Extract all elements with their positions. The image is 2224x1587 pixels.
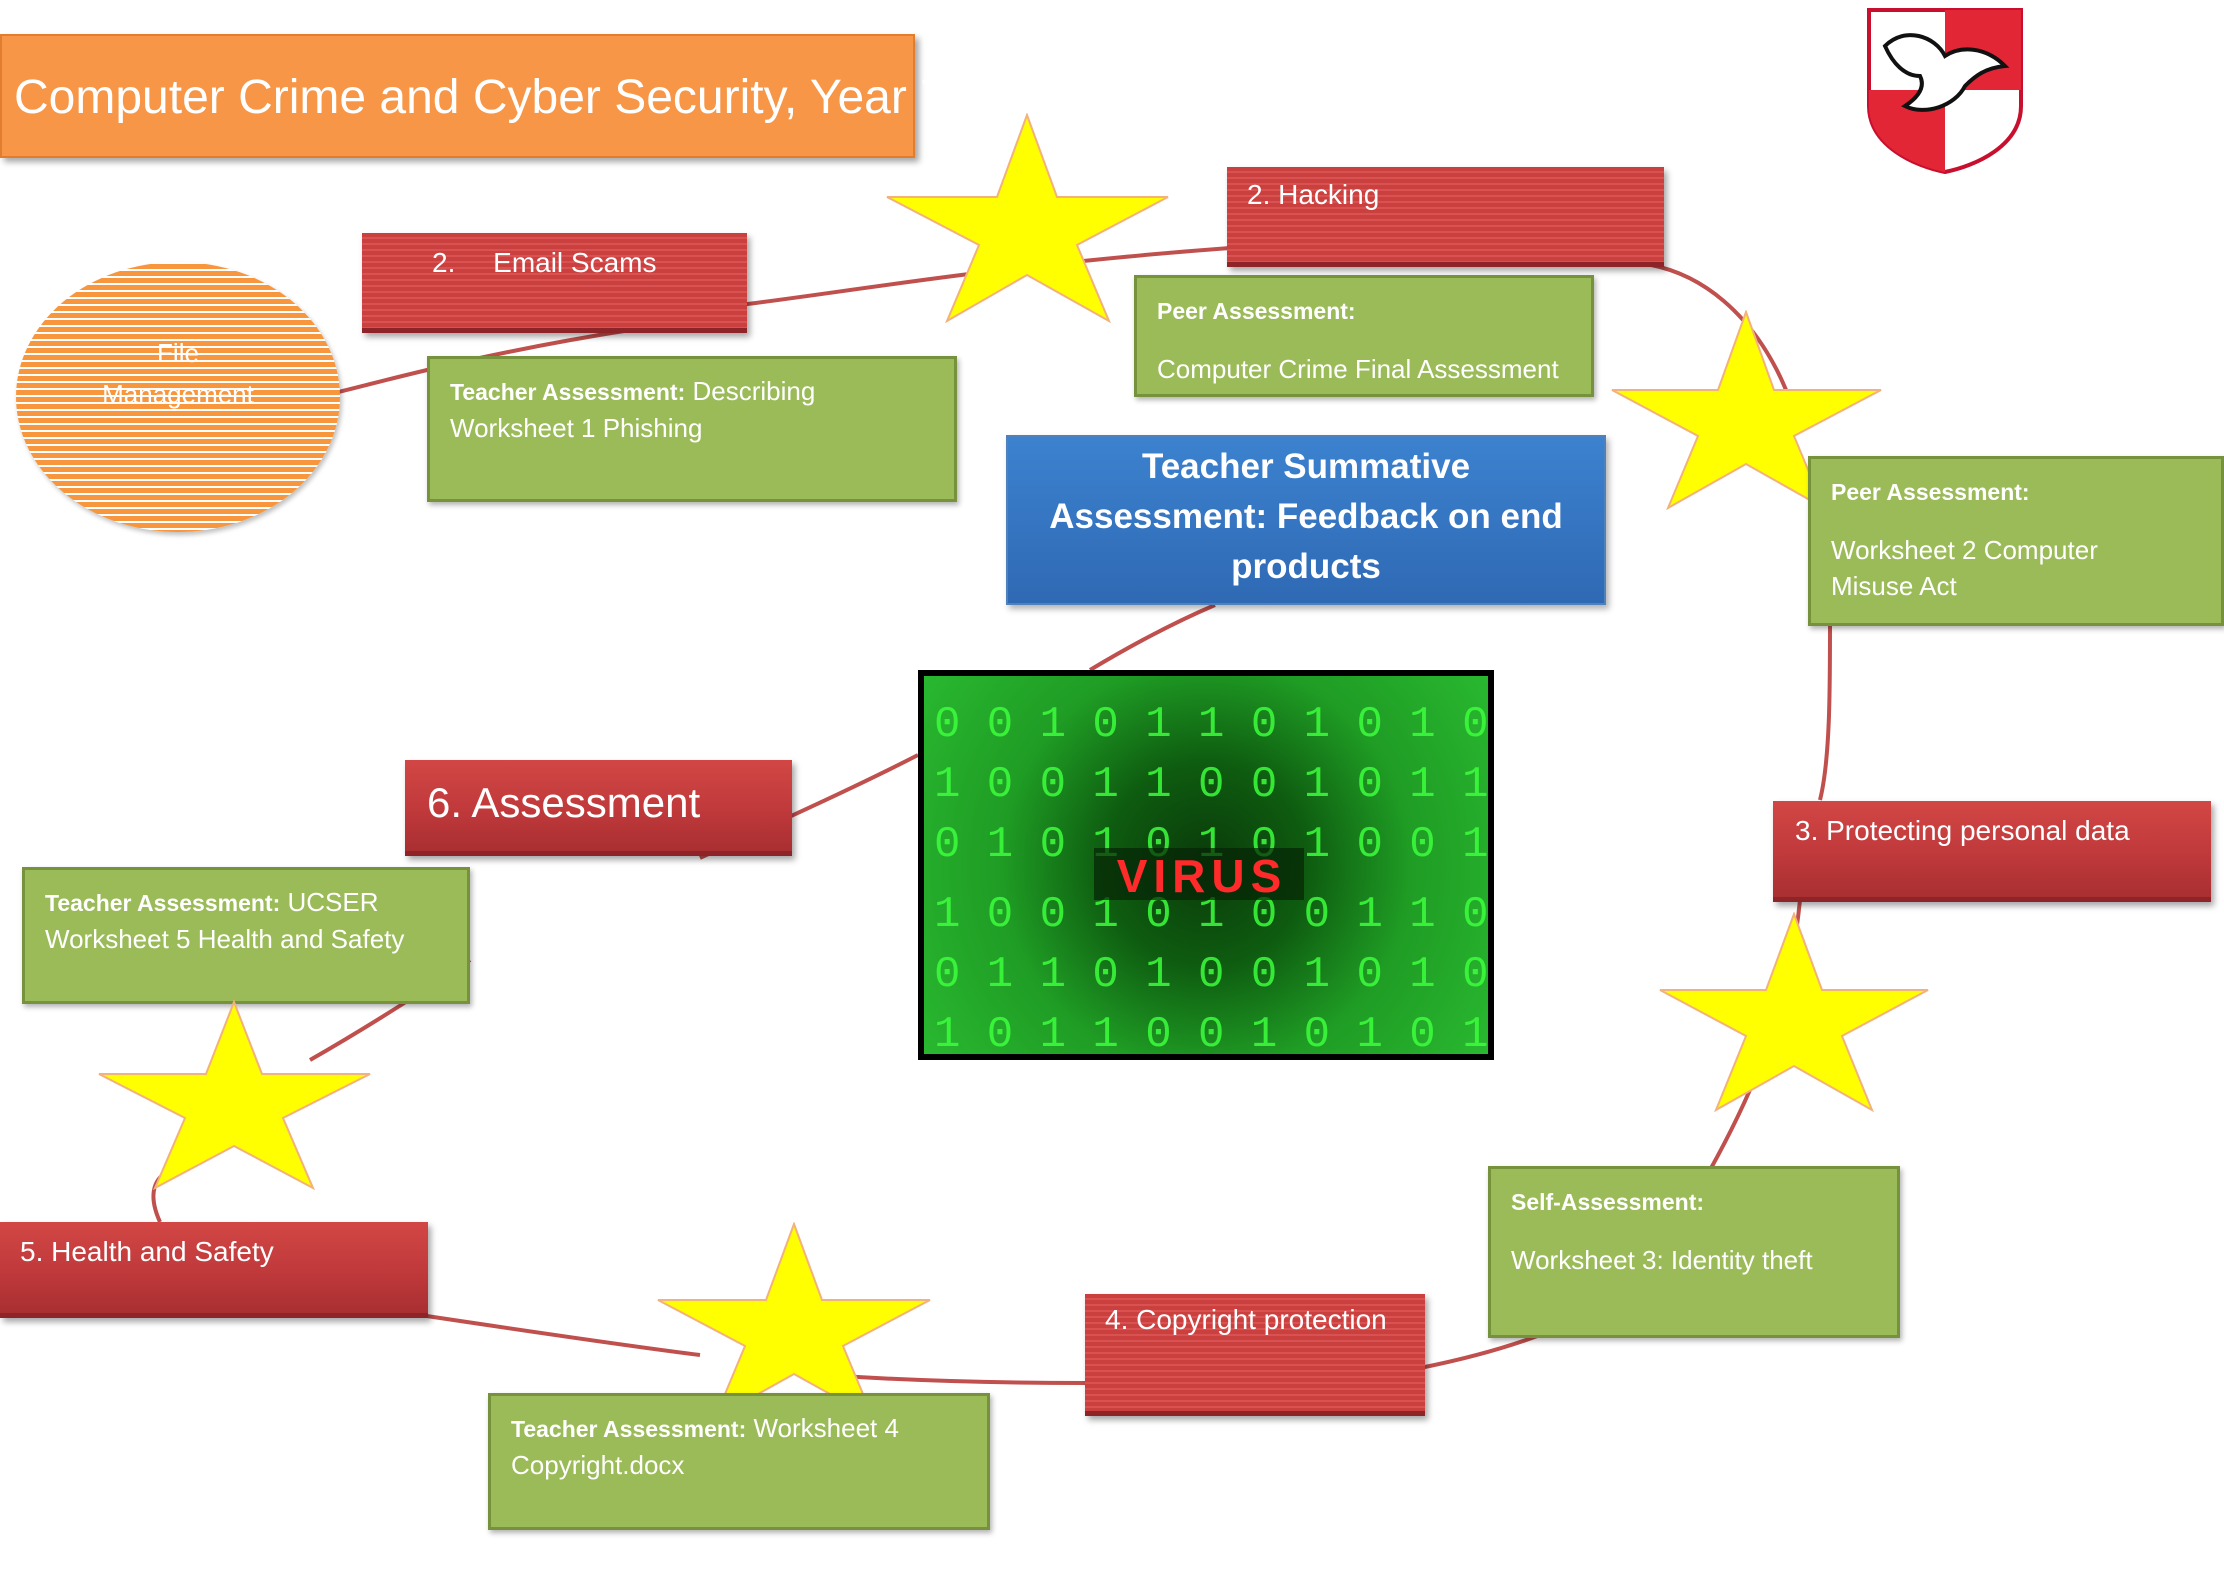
assessment-heading: Peer Assessment: [1157, 298, 1356, 324]
star-icon [98, 1000, 371, 1190]
page-title: Computer Crime and Cyber Security, Year … [0, 34, 947, 158]
step-label: 2. Hacking [1247, 179, 1380, 210]
svg-text:0 0 1 0 1 1 0 1 0 1 0: 0 0 1 0 1 1 0 1 0 1 0 [934, 700, 1488, 750]
step-label: 3. Protecting personal data [1795, 815, 2130, 846]
star-icon [886, 113, 1169, 323]
star-icon [657, 1222, 931, 1420]
step-number: 2. [432, 247, 456, 278]
teacher-summative-assessment: Teacher Summative Assessment: Feedback o… [1006, 435, 1606, 605]
step-protecting-data[interactable]: 3. Protecting personal data [1773, 801, 2211, 902]
assessment-teacher-ucser: Teacher Assessment: UCSER Worksheet 5 He… [22, 867, 470, 1004]
start-node-label-line2: Management [102, 379, 254, 409]
assessment-inline: Describing [692, 376, 816, 406]
step-email-scams[interactable]: 2. Email Scams [362, 233, 747, 333]
assessment-heading: Teacher Assessment: [450, 379, 686, 405]
virus-caption: VIRUS [1117, 850, 1288, 902]
assessment-self-identity: Self-Assessment: Worksheet 3: Identity t… [1488, 1166, 1900, 1338]
step-health-safety[interactable]: 5. Health and Safety [0, 1222, 428, 1318]
step-label: 5. Health and Safety [20, 1236, 274, 1267]
assessment-heading: Self-Assessment: [1511, 1189, 1705, 1215]
assessment-text: Computer Crime Final Assessment [1157, 354, 1559, 384]
summative-line1: Teacher Summative [1141, 447, 1471, 486]
svg-text:1 0 1 1 0 0 1 0 1 0 1: 1 0 1 1 0 0 1 0 1 0 1 [934, 1010, 1488, 1054]
summative-line3: products [1231, 547, 1381, 586]
svg-text:0 1 1 0 1 0 0 1 0 1 0: 0 1 1 0 1 0 0 1 0 1 0 [934, 950, 1488, 1000]
star-icon [1659, 912, 1929, 1112]
assessment-peer-misuse: Peer Assessment: Worksheet 2 Computer Mi… [1808, 456, 2224, 626]
step-copyright[interactable]: 4. Copyright protection [1085, 1294, 1425, 1416]
assessment-text: Worksheet 1 Phishing [450, 413, 703, 443]
assessment-teacher-copyright: Teacher Assessment: Worksheet 4 Copyrigh… [488, 1393, 990, 1530]
start-node-file-management[interactable]: File Management [16, 262, 340, 532]
assessment-text-line1: Worksheet 2 Computer [1831, 535, 2098, 565]
step-label: 6. Assessment [427, 779, 701, 826]
assessment-inline: Worksheet 4 [753, 1413, 899, 1443]
assessment-text-line2: Misuse Act [1831, 571, 1957, 601]
step-label: Email Scams [493, 247, 657, 278]
virus-binary-image: 0 0 1 0 1 1 0 1 0 1 0 1 0 0 1 1 0 0 1 0 … [918, 670, 1494, 1060]
assessment-text: Worksheet 3: Identity theft [1511, 1245, 1813, 1275]
assessment-heading: Teacher Assessment: [511, 1416, 747, 1442]
binary-pattern: 0 0 1 0 1 1 0 1 0 1 0 1 0 0 1 1 0 0 1 0 … [934, 700, 1488, 1054]
step-label: 4. Copyright protection [1105, 1304, 1387, 1335]
summative-line2: Assessment: Feedback on end [1049, 497, 1563, 536]
assessment-teacher-describing: Teacher Assessment: Describing Worksheet… [427, 356, 957, 502]
svg-text:1 0 0 1 1 0 0 1 0 1 1: 1 0 0 1 1 0 0 1 0 1 1 [934, 760, 1488, 810]
start-node-label-line1: File [157, 338, 199, 368]
step-hacking[interactable]: 2. Hacking [1227, 167, 1664, 267]
assessment-peer-final: Peer Assessment: Computer Crime Final As… [1134, 275, 1594, 397]
assessment-heading: Peer Assessment: [1831, 479, 2030, 505]
school-crest-logo [1867, 8, 2023, 174]
assessment-text: Copyright.docx [511, 1450, 685, 1480]
star-icon [1611, 310, 1882, 510]
assessment-inline: UCSER [287, 887, 379, 917]
assessment-text: Worksheet 5 Health and Safety [45, 924, 405, 954]
assessment-heading: Teacher Assessment: [45, 890, 281, 916]
step-assessment[interactable]: 6. Assessment [405, 760, 792, 856]
